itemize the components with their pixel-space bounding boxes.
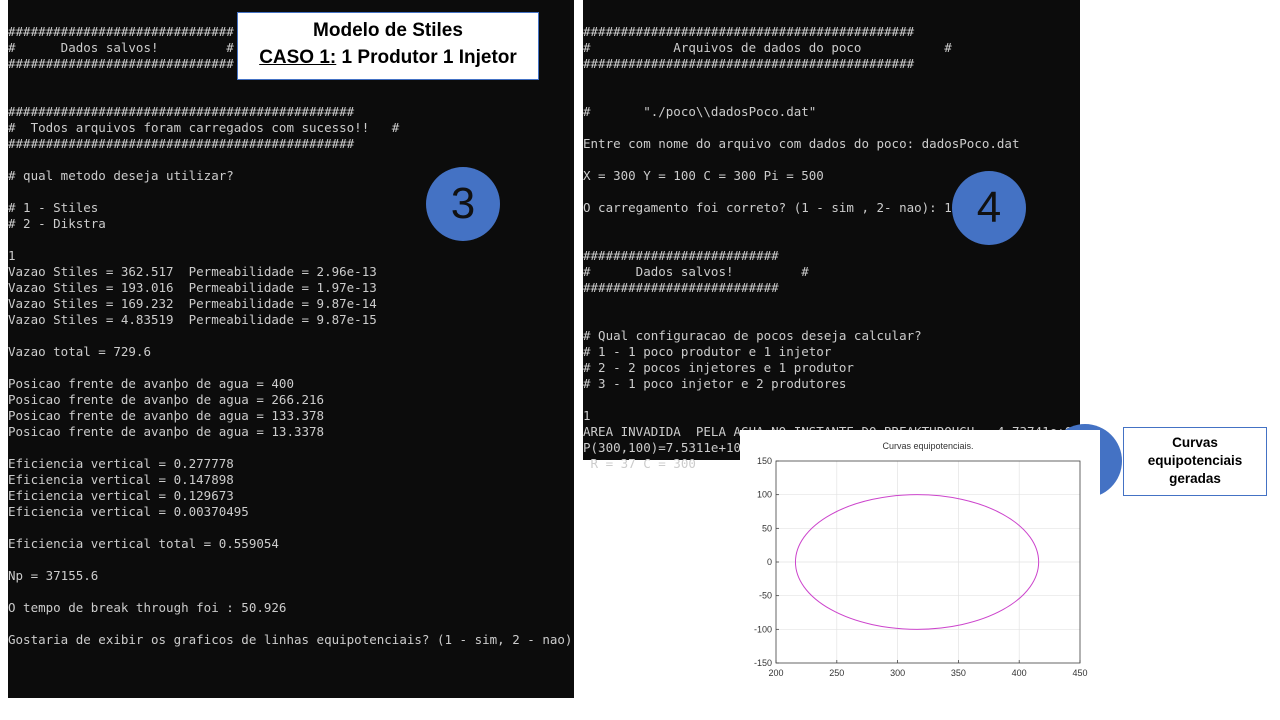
left-console-window[interactable]: ############################### Dados sa…	[8, 0, 574, 698]
left-console-line: Eficiencia vertical total = 0.559054	[8, 536, 279, 551]
curvas-line-3: geradas	[1169, 471, 1221, 486]
right-console-line: 1	[583, 408, 591, 423]
curvas-callout: Curvas equipotenciais geradas	[1123, 427, 1267, 496]
left-console-line: Eficiencia vertical = 0.277778	[8, 456, 234, 471]
right-console-line	[583, 392, 1080, 408]
title-case-label: CASO 1:	[259, 47, 337, 68]
curvas-line-1: Curvas	[1172, 435, 1218, 450]
left-console-line: Posicao frente de avanþo de agua = 13.33…	[8, 424, 325, 439]
x-tick-label: 400	[1012, 668, 1027, 678]
y-tick-label: 0	[767, 557, 772, 567]
title-line-1: Modelo de Stiles	[313, 20, 463, 41]
left-console-line: Posicao frente de avanþo de agua = 400	[8, 376, 294, 391]
step-badge-4: 4	[952, 171, 1026, 245]
right-console-line: O carregamento foi correto? (1 - sim , 2…	[583, 200, 952, 215]
right-console-line: # 1 - 1 poco produtor e 1 injetor	[583, 344, 832, 359]
right-console-line	[583, 312, 1080, 328]
right-console-line: Entre com nome do arquivo com dados do p…	[583, 136, 1020, 151]
left-console-line	[8, 440, 574, 456]
curvas-line-2: equipotenciais	[1147, 453, 1243, 468]
left-console-line: Vazao Stiles = 193.016 Permeabilidade = …	[8, 280, 377, 295]
right-console-line: ########################################…	[583, 24, 915, 39]
left-console-line: Vazao total = 729.6	[8, 344, 151, 359]
left-console-line: ##############################	[8, 56, 234, 71]
x-tick-label: 450	[1072, 668, 1087, 678]
left-console-line: Np = 37155.6	[8, 568, 99, 583]
left-console-line	[8, 88, 574, 104]
right-console-line: P(300,100)=7.5311e+10	[583, 440, 742, 455]
left-console-line: Posicao frente de avanþo de agua = 266.2…	[8, 392, 325, 407]
left-console-line: ##############################	[8, 24, 234, 39]
left-console-line: Posicao frente de avanþo de agua = 133.3…	[8, 408, 325, 423]
left-console-line: Gostaria de exibir os graficos de linhas…	[8, 632, 573, 647]
right-console-line: # Qual configuracao de pocos deseja calc…	[583, 328, 922, 343]
right-console-line: ##########################	[583, 280, 779, 295]
left-console-line	[8, 520, 574, 536]
equipotential-curve	[794, 494, 1040, 630]
right-console-line	[583, 88, 1080, 104]
left-console-line: Eficiencia vertical = 0.129673	[8, 488, 234, 503]
left-console-line: ########################################…	[8, 104, 355, 119]
step-badge-3: 3	[426, 167, 500, 241]
left-console-line: # Dados salvos! #	[8, 40, 234, 55]
right-console-line: ##########################	[583, 248, 779, 263]
plot-title: Curvas equipotenciais.	[882, 441, 973, 451]
left-console-line: Vazao Stiles = 4.83519 Permeabilidade = …	[8, 312, 377, 327]
y-tick-label: -150	[754, 658, 772, 668]
title-box: Modelo de Stiles CASO 1: 1 Produtor 1 In…	[237, 12, 539, 80]
left-console-line: # Todos arquivos foram carregados com su…	[8, 120, 400, 135]
left-console-line	[8, 552, 574, 568]
left-console-line	[8, 328, 574, 344]
x-tick-label: 250	[829, 668, 844, 678]
right-console-window[interactable]: ########################## ##############…	[583, 0, 1080, 471]
plot-svg: Curvas equipotenciais. 200 250 300 350 400 450…	[754, 441, 1088, 678]
y-tick-label: 150	[757, 456, 772, 466]
left-console-line: ########################################…	[8, 136, 355, 151]
left-console-output: ############################### Dados sa…	[8, 0, 574, 648]
left-console-line: # 1 - Stiles	[8, 200, 99, 215]
left-console-line: 1	[8, 248, 16, 263]
right-console-line: # Arquivos de dados do poco #	[583, 40, 952, 55]
x-tick-label: 350	[951, 668, 966, 678]
left-console-line: Vazao Stiles = 362.517 Permeabilidade = …	[8, 264, 377, 279]
title-case-description: 1 Produtor 1 Injetor	[336, 47, 517, 68]
title-line-2: CASO 1: 1 Produtor 1 Injetor	[238, 47, 538, 69]
y-tick-label: -50	[759, 591, 772, 601]
right-console-line	[583, 296, 1080, 312]
left-console-line: Vazao Stiles = 169.232 Permeabilidade = …	[8, 296, 377, 311]
left-console-line	[8, 360, 574, 376]
right-console-line: ########################################…	[583, 56, 915, 71]
x-tick-label: 300	[890, 668, 905, 678]
right-console-line: # "./poco\\dadosPoco.dat"	[583, 104, 817, 119]
left-console-line: Eficiencia vertical = 0.00370495	[8, 504, 249, 519]
left-console-line: # qual metodo deseja utilizar?	[8, 168, 234, 183]
right-console-line: # 3 - 1 poco injetor e 2 produtores	[583, 376, 847, 391]
left-console-line	[8, 232, 574, 248]
right-console-line	[583, 120, 1080, 136]
x-tick-label: 200	[768, 668, 783, 678]
right-console-line: # Dados salvos! #	[583, 264, 809, 279]
right-console-line	[583, 152, 1080, 168]
y-tick-label: 100	[757, 490, 772, 500]
y-tick-label: -100	[754, 624, 772, 634]
left-console-line	[8, 584, 574, 600]
right-console-line: R = 37 C = 300	[583, 456, 696, 471]
left-console-line	[8, 616, 574, 632]
y-tick-label: 50	[762, 523, 772, 533]
right-console-line: # 2 - 2 pocos injetores e 1 produtor	[583, 360, 854, 375]
equipotential-plot: Curvas equipotenciais. 200 250 300 350 400 450…	[740, 430, 1100, 690]
left-console-line: # 2 - Dikstra	[8, 216, 106, 231]
left-console-line: Eficiencia vertical = 0.147898	[8, 472, 234, 487]
left-console-line: O tempo de break through foi : 50.926	[8, 600, 287, 615]
right-console-line	[583, 72, 1080, 88]
right-console-line: X = 300 Y = 100 C = 300 Pi = 500	[583, 168, 824, 183]
left-console-line	[8, 152, 574, 168]
